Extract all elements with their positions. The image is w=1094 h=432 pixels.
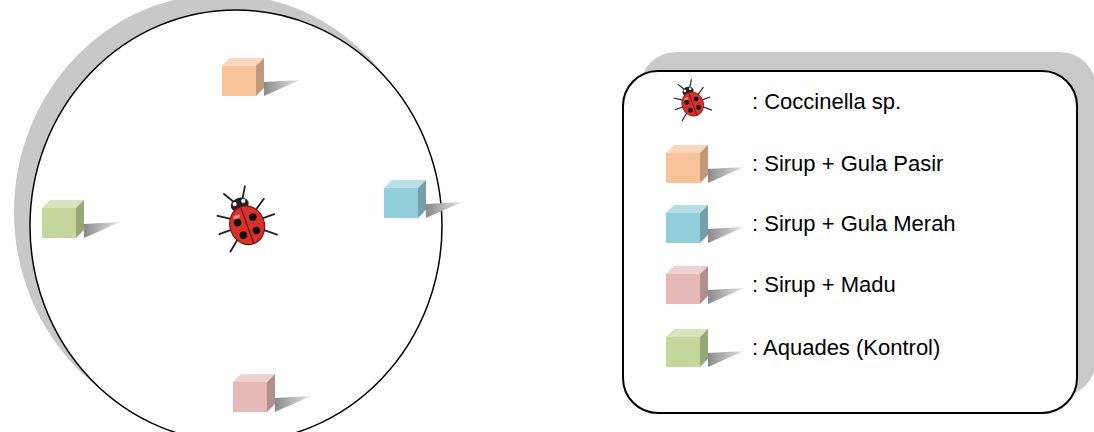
ladybug-eye — [241, 198, 246, 203]
cube-shadow — [708, 167, 744, 183]
ladybug-body — [224, 201, 270, 250]
legend-sample — [664, 323, 754, 373]
arena-circle — [30, 10, 442, 432]
legend-sample — [664, 199, 754, 249]
cube-shadow — [708, 227, 744, 243]
ladybug-spot — [233, 218, 243, 228]
cube-front — [384, 188, 418, 218]
cube-side — [418, 180, 426, 218]
ladybug-spot — [248, 212, 258, 222]
cube-shadow — [426, 202, 462, 218]
ladybug-shine — [684, 97, 689, 101]
cube-side — [267, 374, 275, 412]
legend-swatch — [666, 205, 744, 243]
cube-side — [700, 145, 708, 183]
legend-sample — [664, 77, 754, 127]
legend-sample — [664, 139, 754, 189]
legend-text: : Sirup + Madu — [752, 272, 896, 298]
food-cube — [42, 200, 120, 238]
cube-front — [233, 382, 267, 412]
legend-row: : Sirup + Gula Merah — [624, 199, 1076, 249]
legend-box: : Coccinella sp. : Sirup + Gula Pasir : Si… — [622, 70, 1078, 414]
arena-drawing — [0, 0, 600, 432]
legend-row: : Aquades (Kontrol) — [624, 323, 1076, 373]
cube-side — [256, 58, 264, 96]
food-cube — [222, 58, 300, 96]
food-cubes — [42, 58, 462, 412]
ladybug-spot — [687, 107, 693, 113]
legend-swatch — [666, 266, 744, 304]
ladybug-figure — [206, 179, 282, 253]
ladybug-body — [678, 89, 707, 119]
ladybug-eye — [683, 89, 686, 92]
cube-side — [700, 205, 708, 243]
cube-shadow — [84, 222, 120, 238]
cube-shadow — [275, 396, 311, 412]
legend-sample — [664, 260, 754, 310]
legend-text: : Sirup + Gula Pasir — [752, 151, 943, 177]
legend-row: : Sirup + Madu — [624, 260, 1076, 310]
cube-shadow — [264, 80, 300, 96]
ladybug-figure — [667, 77, 714, 122]
food-cube — [233, 374, 311, 412]
cube-side — [700, 329, 708, 367]
legend-row: : Sirup + Gula Pasir — [624, 139, 1076, 189]
cube-front — [666, 213, 700, 243]
ladybug-spot — [252, 226, 262, 236]
food-cube — [384, 180, 462, 218]
cube-side — [76, 200, 84, 238]
cube-shadow — [708, 351, 744, 367]
ladybug-spot — [693, 96, 699, 102]
ladybug-spot — [684, 99, 690, 105]
legend-text: : Aquades (Kontrol) — [752, 335, 940, 361]
legend-swatch — [666, 329, 744, 367]
legend-text: : Coccinella sp. — [752, 89, 901, 115]
ladybug-shine — [233, 214, 241, 220]
ladybug-eye — [232, 201, 237, 206]
ladybug-leg — [687, 79, 694, 87]
legend-swatch — [666, 145, 744, 183]
cube-front — [42, 208, 76, 238]
cube-front — [222, 66, 256, 96]
cube-side — [700, 266, 708, 304]
ladybug-eye — [689, 87, 692, 90]
legend-text: : Sirup + Gula Merah — [752, 211, 956, 237]
cube-shadow — [708, 288, 744, 304]
cube-front — [666, 153, 700, 183]
ladybug — [206, 179, 282, 253]
ladybug-spot — [239, 230, 249, 240]
cube-front — [666, 274, 700, 304]
cube-front — [666, 337, 700, 367]
ladybug-leg — [239, 186, 249, 199]
ladybug-spot — [695, 104, 701, 110]
legend-row: : Coccinella sp. — [624, 77, 1076, 127]
